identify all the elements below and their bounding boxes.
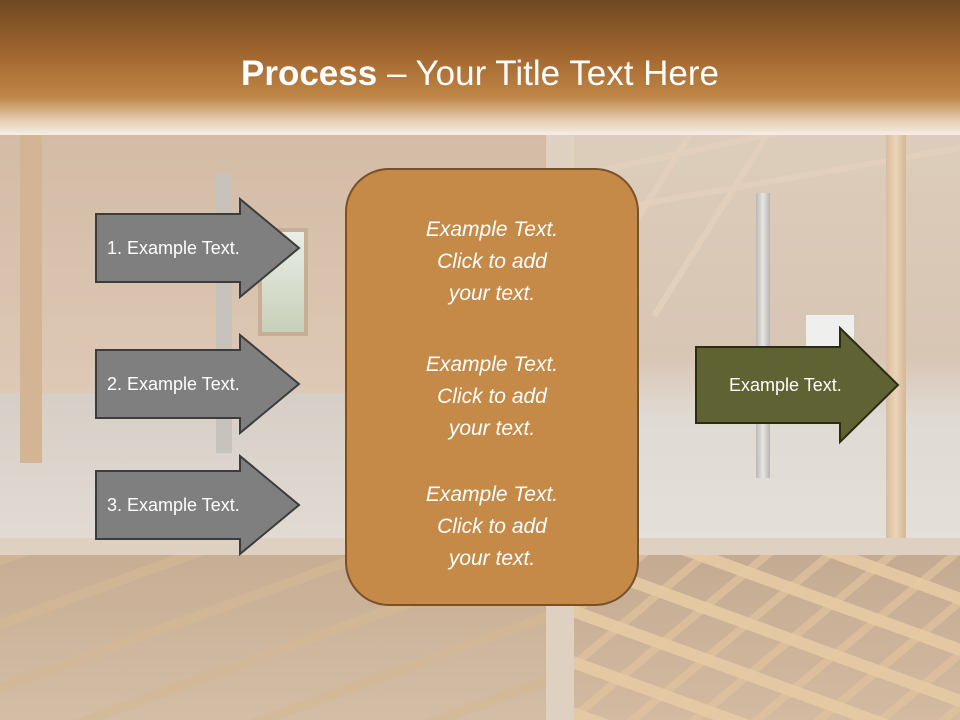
card-line: Example Text.	[425, 483, 559, 506]
photo-beam	[20, 133, 42, 463]
result-arrow[interactable]: Example Text.	[695, 325, 900, 445]
card-line: your text.	[448, 417, 536, 440]
card-block-1[interactable]: Example Text. Click to add your text.	[347, 214, 637, 310]
arrow-shape	[95, 196, 301, 300]
card-block-2[interactable]: Example Text. Click to add your text.	[347, 349, 637, 445]
step-arrow-1[interactable]: 1. Example Text.	[95, 196, 301, 300]
result-label: Example Text.	[729, 374, 842, 395]
title-bar: Process – Your Title Text Here	[0, 0, 960, 135]
step-arrow-3[interactable]: 3. Example Text.	[95, 453, 301, 557]
card-line: Click to add	[437, 385, 547, 408]
card-line: Example Text.	[425, 218, 559, 241]
step-label-3: 3. Example Text.	[107, 494, 240, 515]
card-line: your text.	[448, 282, 536, 305]
photo-post	[886, 133, 906, 538]
card-line: Click to add	[437, 250, 547, 273]
title-bold: Process	[241, 54, 378, 93]
photo-rafters-right	[574, 555, 960, 720]
slide-title[interactable]: Process – Your Title Text Here	[0, 52, 960, 96]
card-line: your text.	[448, 547, 536, 570]
content-card[interactable]: Example Text. Click to add your text. Ex…	[345, 168, 639, 606]
arrow-shape	[695, 325, 900, 445]
step-arrow-2[interactable]: 2. Example Text.	[95, 332, 301, 436]
card-block-3[interactable]: Example Text. Click to add your text.	[347, 479, 637, 575]
arrow-shape	[95, 453, 301, 557]
arrow-shape	[95, 332, 301, 436]
card-line: Example Text.	[425, 353, 559, 376]
step-label-2: 2. Example Text.	[107, 373, 240, 394]
card-line: Click to add	[437, 515, 547, 538]
step-label-1: 1. Example Text.	[107, 237, 240, 258]
title-rest: – Your Title Text Here	[377, 54, 719, 93]
